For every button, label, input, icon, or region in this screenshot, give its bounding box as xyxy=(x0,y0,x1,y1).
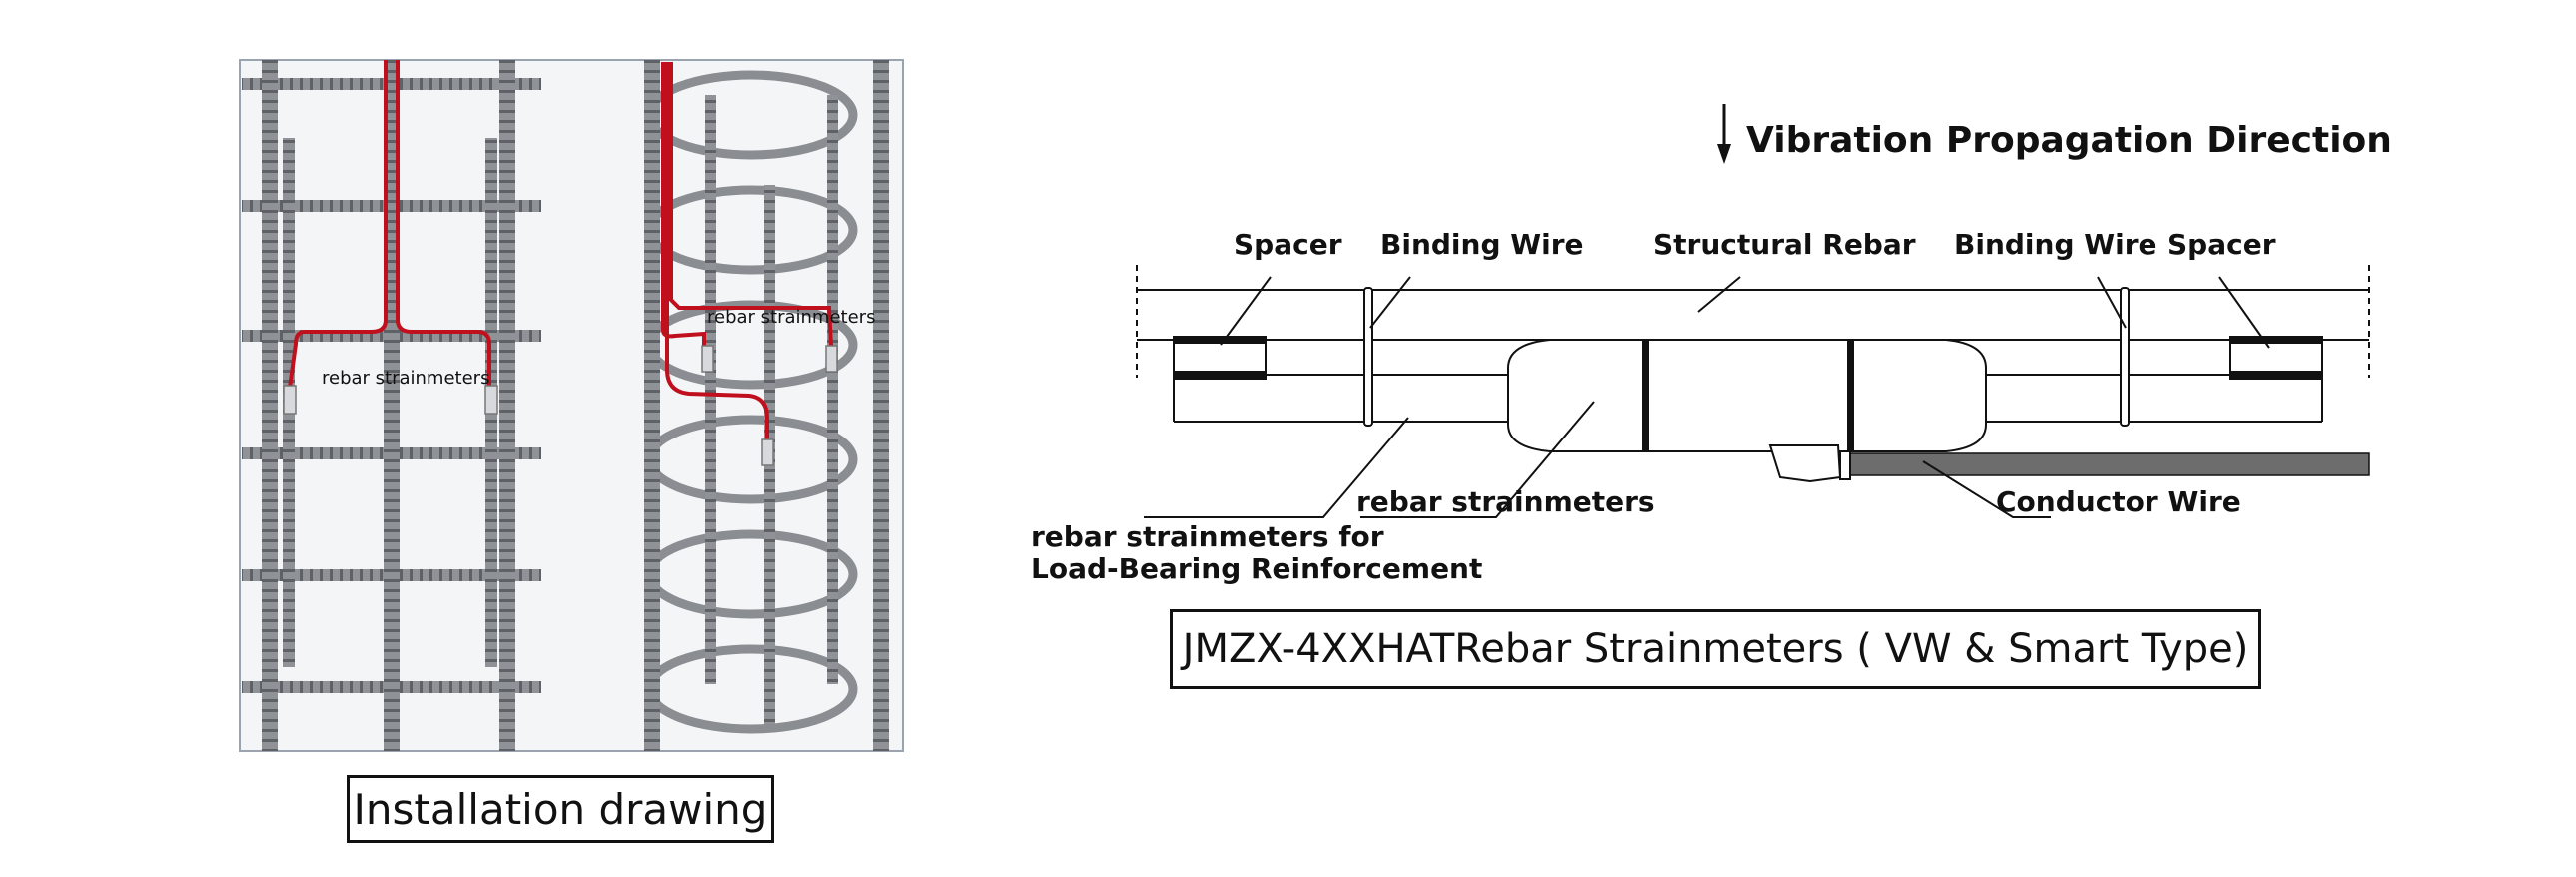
installation-caption: Installation drawing xyxy=(347,775,774,843)
load-bearing-label-line2: Load-Bearing Reinforcement xyxy=(1031,552,1482,585)
right-sensor-3 xyxy=(761,438,774,466)
spacer-right-label: Spacer xyxy=(2167,228,2276,261)
left-cage-wires xyxy=(288,60,491,389)
right-binding-wire xyxy=(2120,287,2130,427)
left-binding-wire xyxy=(1363,287,1373,427)
binding-wire-left-label: Binding Wire xyxy=(1380,228,1584,261)
right-cage-wires xyxy=(661,62,833,439)
conductor-wire-cable xyxy=(1844,452,2370,476)
left-sensor-1 xyxy=(283,385,297,415)
load-bearing-label-line1: rebar strainmeters for xyxy=(1031,520,1384,553)
spacer-left-label: Spacer xyxy=(1234,228,1342,261)
rebar-strainmeters-label: rebar strainmeters xyxy=(1356,485,1655,518)
right-sensor-2 xyxy=(825,345,838,373)
conductor-wire-label: Conductor Wire xyxy=(1996,485,2241,518)
strainmeter-body xyxy=(1507,339,1987,452)
product-title: JMZX-4XXHATRebar Strainmeters ( VW & Sma… xyxy=(1170,609,2261,689)
end-break-marks xyxy=(1136,265,2370,378)
down-arrow-icon xyxy=(1717,104,1731,164)
installation-frame xyxy=(239,59,904,752)
left-sensor-2 xyxy=(484,385,498,415)
cable-gland xyxy=(1768,444,1842,483)
right-sensor-1 xyxy=(701,345,714,373)
direction-label: Vibration Propagation Direction xyxy=(1746,120,2392,161)
leader-lines xyxy=(1144,276,2270,518)
binding-wire-right-label: Binding Wire xyxy=(1954,228,2157,261)
right-spacer xyxy=(2229,336,2323,380)
left-sensor-label: rebar strainmeters xyxy=(322,368,489,389)
right-sensor-label: rebar strainmeters xyxy=(707,307,875,328)
left-spacer xyxy=(1173,336,1267,380)
installation-drawing: rebar strainmeters rebar strainmeters xyxy=(239,59,904,752)
structural-rebar-label: Structural Rebar xyxy=(1653,228,1916,261)
strainmeter-diagram: Vibration Propagation Direction xyxy=(1031,104,2392,585)
